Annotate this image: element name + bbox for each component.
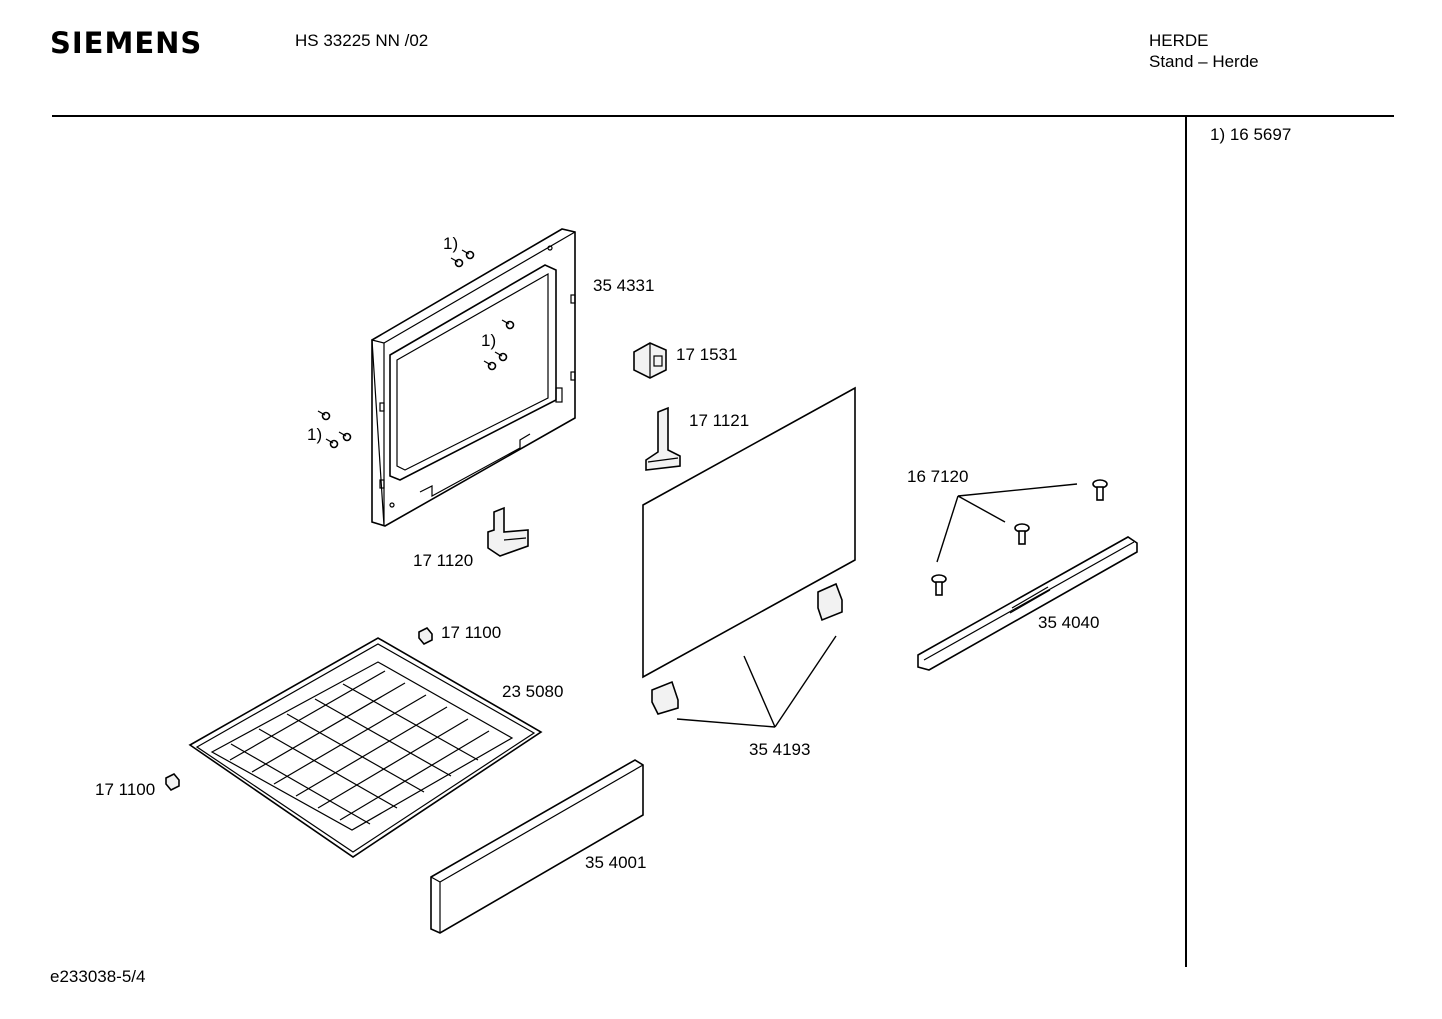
- glass-clip-leader-lines: [676, 635, 837, 728]
- label-tray: 23 5080: [502, 682, 563, 701]
- label-hinge-top: 17 1531: [676, 345, 737, 364]
- model-number: HS 33225 NN /02: [295, 31, 429, 50]
- screw-group-left: [317, 410, 352, 449]
- category: HERDE Stand – Herde: [1149, 30, 1259, 72]
- glass-clip-parts: [651, 582, 843, 715]
- brand-logo: SIEMENS: [50, 26, 203, 60]
- hinge-part: [633, 342, 667, 379]
- label-small-part-left: 17 1100: [95, 780, 155, 799]
- label-clip-right: 17 1121: [689, 411, 749, 430]
- front-panel-part: [430, 759, 644, 934]
- label-screw-ref-mid: 1): [481, 331, 496, 350]
- side-divider: [1185, 117, 1187, 967]
- category-subtitle: Stand – Herde: [1149, 52, 1259, 71]
- header-divider: [52, 115, 1394, 117]
- door-frame-part: [371, 228, 576, 527]
- label-glass-clips: 35 4193: [749, 740, 810, 759]
- tray-grid: [229, 670, 490, 825]
- label-panel: 35 4001: [585, 853, 646, 872]
- clip-left-part: [487, 506, 529, 557]
- small-part-left: [165, 773, 180, 791]
- label-screw-ref-left: 1): [307, 425, 322, 444]
- screw-group-middle: [483, 319, 515, 371]
- footnote: 1) 16 5697: [1210, 125, 1292, 144]
- document-id: e233038-5/4: [50, 967, 146, 986]
- label-clip-left: 17 1120: [413, 551, 473, 570]
- screw-set-part: [931, 479, 1108, 596]
- screw-group-top: [450, 249, 475, 268]
- tray-part: [188, 637, 543, 858]
- label-screw-set: 16 7120: [907, 467, 968, 486]
- label-screw-ref-top: 1): [443, 234, 458, 253]
- label-small-part-top: 17 1100: [441, 623, 501, 642]
- small-part-top: [418, 627, 433, 645]
- category-title: HERDE: [1149, 31, 1209, 50]
- glass-pane-part: [642, 386, 856, 679]
- handle-bar-part: [917, 536, 1138, 671]
- label-handle-bar: 35 4040: [1038, 613, 1099, 632]
- clip-right-part: [645, 406, 681, 471]
- label-frame: 35 4331: [593, 276, 654, 295]
